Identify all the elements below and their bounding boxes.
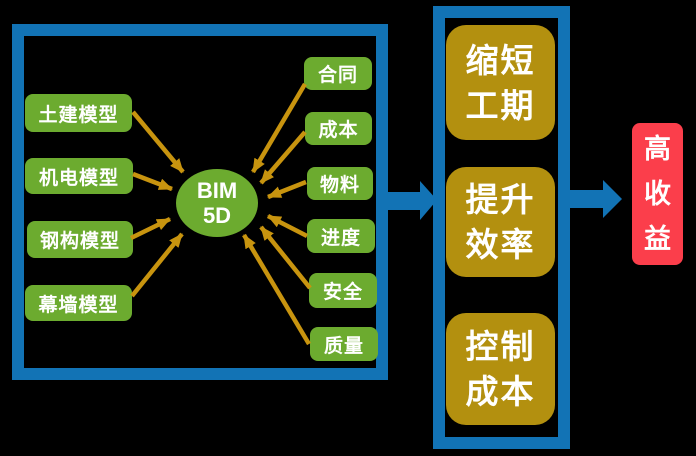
benefit-line: 效率 <box>465 226 536 263</box>
benefit-line: 成本 <box>465 373 536 410</box>
outcome-box-high-profit: 高 收 益 <box>632 123 683 265</box>
flow-arrow-benefits-to-outcome <box>570 180 622 218</box>
model-box-curtainwall: 幕墙模型 <box>25 285 132 321</box>
dimension-box-contract: 合同 <box>304 57 372 90</box>
benefit-line: 提升 <box>465 181 536 218</box>
model-box-civil: 土建模型 <box>25 94 132 132</box>
hub-label-line2: 5D <box>202 203 232 228</box>
outcome-char: 收 <box>644 178 671 209</box>
benefit-line: 控制 <box>465 328 536 365</box>
model-box-steel: 钢构模型 <box>27 221 133 258</box>
benefit-box-control-cost: 控制 成本 <box>446 313 555 425</box>
dimension-box-safety: 安全 <box>309 273 377 308</box>
dimension-box-cost: 成本 <box>305 112 372 145</box>
model-box-mep: 机电模型 <box>25 158 133 194</box>
hub-label-line1: BIM <box>196 178 238 203</box>
dimension-box-schedule: 进度 <box>307 219 375 253</box>
benefit-line: 工期 <box>465 86 536 124</box>
benefit-box-shorten-schedule: 缩短 工期 <box>446 25 555 140</box>
outcome-char: 益 <box>644 223 671 254</box>
benefit-line: 缩短 <box>465 41 536 79</box>
bim5d-hub: BIM 5D <box>176 169 258 237</box>
flow-arrow-models-to-benefits <box>386 181 437 220</box>
models-dimensions-frame <box>12 24 388 380</box>
benefit-box-improve-efficiency: 提升 效率 <box>446 167 555 277</box>
dimension-box-material: 物料 <box>307 167 373 200</box>
dimension-box-quality: 质量 <box>310 327 378 361</box>
outcome-char: 高 <box>644 133 671 164</box>
benefits-frame <box>433 6 570 449</box>
